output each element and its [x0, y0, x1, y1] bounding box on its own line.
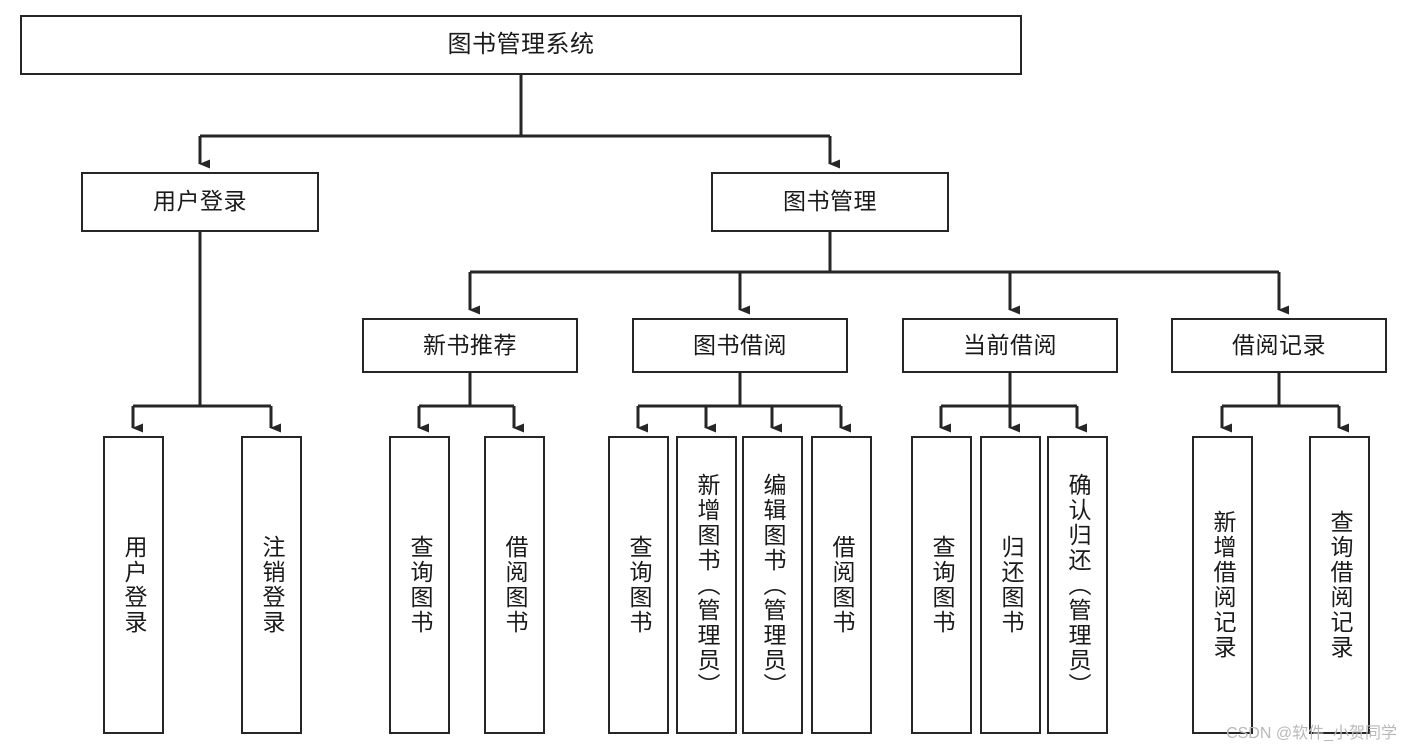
node-leaf-confirm-return-label: 确认归还（管理员）: [1065, 472, 1091, 698]
node-leaf-return-book-label: 归还图书: [998, 535, 1024, 635]
node-borrow-record-label: 借阅记录: [1232, 331, 1326, 358]
csdn-watermark: CSDN @软件_小贺同学: [1226, 725, 1397, 742]
node-leaf-return-book[interactable]: 归还图书: [980, 436, 1041, 734]
node-leaf-query-book-a-label: 查询图书: [407, 535, 433, 635]
node-leaf-add-record[interactable]: 新增借阅记录: [1192, 436, 1253, 734]
node-leaf-add-book[interactable]: 新增图书（管理员）: [676, 436, 737, 734]
node-leaf-edit-book-label: 编辑图书（管理员）: [760, 472, 786, 698]
node-leaf-confirm-return[interactable]: 确认归还（管理员）: [1047, 436, 1108, 734]
node-leaf-borrow-book-a-label: 借阅图书: [502, 535, 528, 635]
node-leaf-add-record-label: 新增借阅记录: [1210, 510, 1236, 660]
node-root[interactable]: 图书管理系统: [20, 15, 1022, 75]
node-leaf-user-login[interactable]: 用户登录: [103, 436, 164, 734]
node-leaf-logout[interactable]: 注销登录: [241, 436, 302, 734]
node-leaf-edit-book[interactable]: 编辑图书（管理员）: [742, 436, 803, 734]
node-new-book-recommend-label: 新书推荐: [423, 331, 517, 358]
node-book-manage-label: 图书管理: [783, 188, 877, 215]
node-user-login[interactable]: 用户登录: [81, 172, 319, 232]
node-leaf-query-book-c[interactable]: 查询图书: [911, 436, 972, 734]
node-borrow-record[interactable]: 借阅记录: [1171, 318, 1387, 373]
node-leaf-query-book-a[interactable]: 查询图书: [389, 436, 450, 734]
node-book-borrow[interactable]: 图书借阅: [632, 318, 848, 373]
node-leaf-borrow-book-b[interactable]: 借阅图书: [811, 436, 872, 734]
node-book-manage[interactable]: 图书管理: [711, 172, 949, 232]
node-leaf-query-record-label: 查询借阅记录: [1327, 510, 1353, 660]
node-root-label: 图书管理系统: [447, 30, 595, 58]
node-leaf-query-book-b[interactable]: 查询图书: [608, 436, 669, 734]
node-leaf-borrow-book-a[interactable]: 借阅图书: [484, 436, 545, 734]
node-leaf-query-record[interactable]: 查询借阅记录: [1309, 436, 1370, 734]
node-leaf-user-login-label: 用户登录: [121, 535, 147, 635]
node-leaf-query-book-b-label: 查询图书: [626, 535, 652, 635]
node-new-book-recommend[interactable]: 新书推荐: [362, 318, 578, 373]
node-leaf-logout-label: 注销登录: [259, 535, 285, 635]
node-leaf-query-book-c-label: 查询图书: [929, 535, 955, 635]
node-leaf-add-book-label: 新增图书（管理员）: [694, 472, 720, 698]
node-user-login-label: 用户登录: [153, 188, 247, 215]
node-leaf-borrow-book-b-label: 借阅图书: [829, 535, 855, 635]
node-book-borrow-label: 图书借阅: [693, 331, 787, 358]
node-current-borrow-label: 当前借阅: [963, 331, 1057, 358]
node-current-borrow[interactable]: 当前借阅: [902, 318, 1118, 373]
